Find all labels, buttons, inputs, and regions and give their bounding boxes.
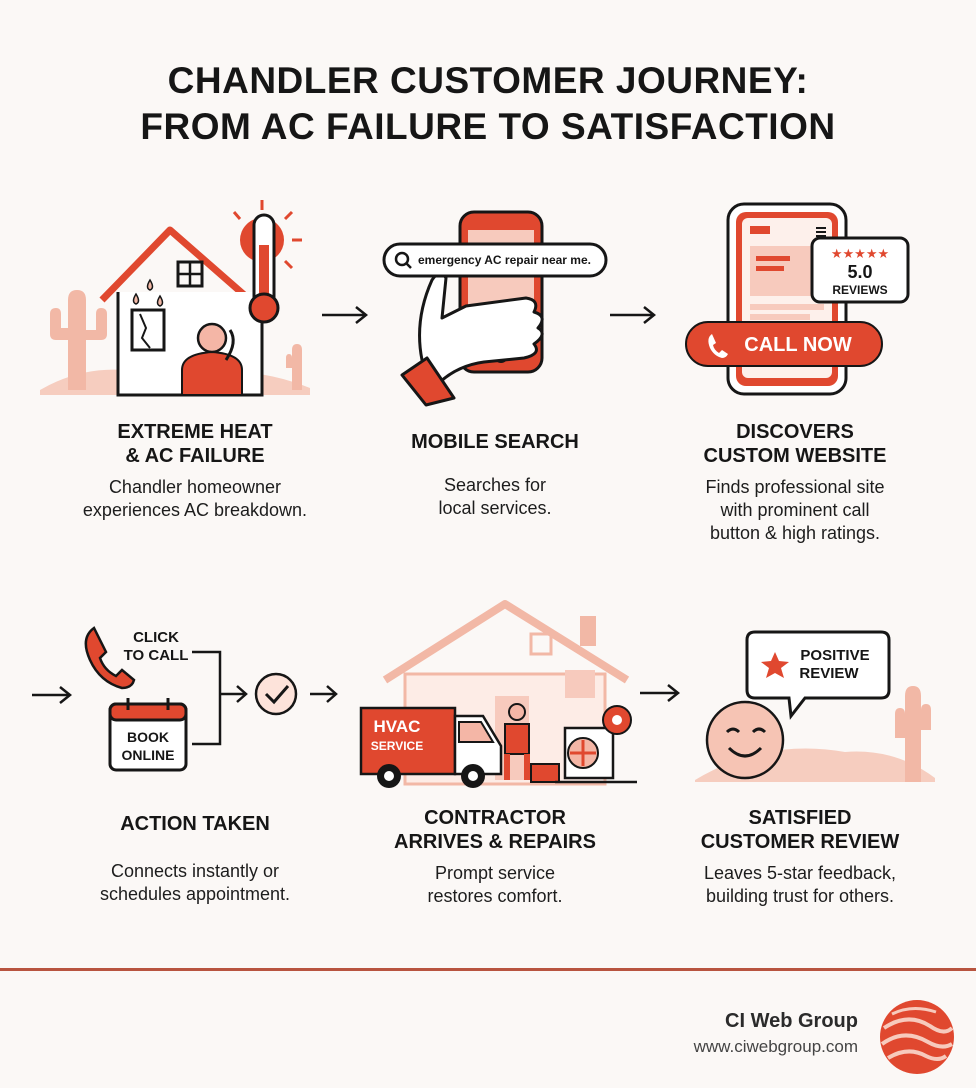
brand-name: CI Web Group bbox=[725, 1010, 858, 1032]
technician-icon bbox=[508, 703, 526, 721]
phone-handset-icon bbox=[84, 626, 136, 690]
title-line-1: CHANDLER CUSTOMER JOURNEY: bbox=[167, 60, 809, 101]
heading-line: CONTRACTOR bbox=[424, 807, 566, 829]
step-description: Leaves 5-star feedback, building trust f… bbox=[650, 862, 950, 908]
star-icon bbox=[761, 652, 789, 678]
step-heading: ACTION TAKEN bbox=[50, 812, 340, 836]
search-bar bbox=[382, 242, 608, 278]
step-contractor-arrives: CONTRACTOR ARRIVES & REPAIRS Prompt serv… bbox=[350, 806, 640, 908]
heading-line: ACTION TAKEN bbox=[120, 813, 270, 835]
desc-line: Leaves 5-star feedback, bbox=[703, 863, 897, 883]
desc-line: Connects instantly or bbox=[110, 861, 280, 881]
book-online-line-2: ONLINE bbox=[122, 747, 175, 763]
call-now-button bbox=[685, 321, 883, 367]
check-circle-icon bbox=[254, 672, 298, 716]
rating-stars: ★★★★★ bbox=[831, 247, 889, 262]
arrow-right-icon bbox=[32, 686, 73, 704]
brand-block: CI Web Group www.ciwebgroup.com bbox=[694, 1010, 858, 1057]
title-line-2: FROM AC FAILURE TO SATISFACTION bbox=[140, 106, 836, 147]
arrow-right-icon bbox=[610, 306, 657, 324]
click-to-call-line-1: CLICK bbox=[133, 629, 179, 646]
smiley-face-icon bbox=[705, 700, 785, 780]
desc-line: Searches for bbox=[443, 475, 547, 495]
heading-line: CUSTOMER REVIEW bbox=[700, 831, 900, 853]
van-label-line-1: HVAC bbox=[374, 717, 421, 736]
review-speech-bubble bbox=[745, 630, 891, 720]
step-description: Chandler homeowner experiences AC breakd… bbox=[50, 476, 340, 522]
desc-line: with prominent call bbox=[720, 500, 870, 520]
book-online-line-1: BOOK bbox=[127, 729, 169, 745]
search-icon bbox=[394, 251, 410, 267]
website-phone-illustration: ★★★★★ 5.0 REVIEWS CALL NOW bbox=[685, 202, 910, 396]
phone-handset-icon bbox=[708, 334, 728, 358]
desc-line: schedules appointment. bbox=[99, 884, 291, 904]
page-title: CHANDLER CUSTOMER JOURNEY: FROM AC FAILU… bbox=[0, 58, 976, 150]
ci-web-group-logo-icon bbox=[880, 1000, 954, 1074]
click-to-call-line-2: TO CALL bbox=[124, 647, 189, 664]
arrow-right-icon bbox=[640, 684, 681, 702]
rating-label: REVIEWS bbox=[832, 283, 887, 297]
desc-line: Chandler homeowner bbox=[108, 477, 282, 497]
step-discovers-website: DISCOVERS CUSTOM WEBSITE Finds professio… bbox=[650, 420, 940, 545]
step-description: Finds professional site with prominent c… bbox=[650, 476, 940, 545]
step-description: Connects instantly or schedules appointm… bbox=[50, 860, 340, 906]
heading-line: DISCOVERS bbox=[736, 421, 854, 443]
desc-line: building trust for others. bbox=[705, 886, 895, 906]
call-now-label: CALL NOW bbox=[744, 334, 852, 356]
contractor-van-illustration: HVAC SERVICE bbox=[359, 600, 637, 788]
step-heading: MOBILE SEARCH bbox=[355, 430, 635, 454]
bubble-line-2: REVIEW bbox=[799, 665, 859, 682]
step-action-taken: ACTION TAKEN Connects instantly or sched… bbox=[50, 812, 340, 906]
bubble-line-1: POSITIVE bbox=[800, 647, 869, 664]
desc-line: Prompt service bbox=[434, 863, 556, 883]
heat-house-illustration bbox=[40, 200, 310, 397]
heading-line: MOBILE SEARCH bbox=[411, 431, 579, 453]
satisfied-review-illustration: POSITIVE REVIEW bbox=[695, 630, 935, 782]
footer-divider bbox=[0, 968, 976, 971]
heading-line: ARRIVES & REPAIRS bbox=[394, 831, 596, 853]
heading-line: & AC FAILURE bbox=[125, 445, 265, 467]
cactus-icon bbox=[50, 290, 107, 390]
step-mobile-search: MOBILE SEARCH Searches for local service… bbox=[355, 430, 635, 520]
heading-line: EXTREME HEAT bbox=[117, 421, 273, 443]
step-description: Searches for local services. bbox=[355, 474, 635, 520]
desc-line: restores comfort. bbox=[427, 886, 563, 906]
cactus-icon bbox=[895, 686, 931, 782]
step-heading: SATISFIED CUSTOMER REVIEW bbox=[650, 806, 950, 854]
brand-url[interactable]: www.ciwebgroup.com bbox=[693, 1037, 858, 1056]
search-query-text: emergency AC repair near me. bbox=[418, 253, 591, 267]
phone-search-illustration: emergency AC repair near me. bbox=[382, 210, 608, 407]
van-label-line-2: SERVICE bbox=[371, 739, 423, 753]
desc-line: button & high ratings. bbox=[709, 523, 881, 543]
desc-line: local services. bbox=[438, 498, 552, 518]
desc-line: experiences AC breakdown. bbox=[82, 500, 308, 520]
rating-card bbox=[810, 236, 910, 304]
step-description: Prompt service restores comfort. bbox=[350, 862, 640, 908]
rating-value: 5.0 bbox=[847, 262, 872, 282]
step-heading: DISCOVERS CUSTOM WEBSITE bbox=[650, 420, 940, 468]
toolbox-icon bbox=[530, 763, 560, 783]
step-heading: EXTREME HEAT & AC FAILURE bbox=[50, 420, 340, 468]
arrow-right-icon bbox=[322, 306, 369, 324]
step-satisfied-review: SATISFIED CUSTOMER REVIEW Leaves 5-star … bbox=[650, 806, 950, 908]
action-options-illustration: CLICK TO CALL BOOK ONLINE bbox=[84, 626, 338, 772]
heading-line: CUSTOM WEBSITE bbox=[703, 445, 887, 467]
heading-line: SATISFIED bbox=[748, 807, 852, 829]
desc-line: Finds professional site bbox=[705, 477, 885, 497]
step-heading: CONTRACTOR ARRIVES & REPAIRS bbox=[350, 806, 640, 854]
step-extreme-heat: EXTREME HEAT & AC FAILURE Chandler homeo… bbox=[50, 420, 340, 522]
